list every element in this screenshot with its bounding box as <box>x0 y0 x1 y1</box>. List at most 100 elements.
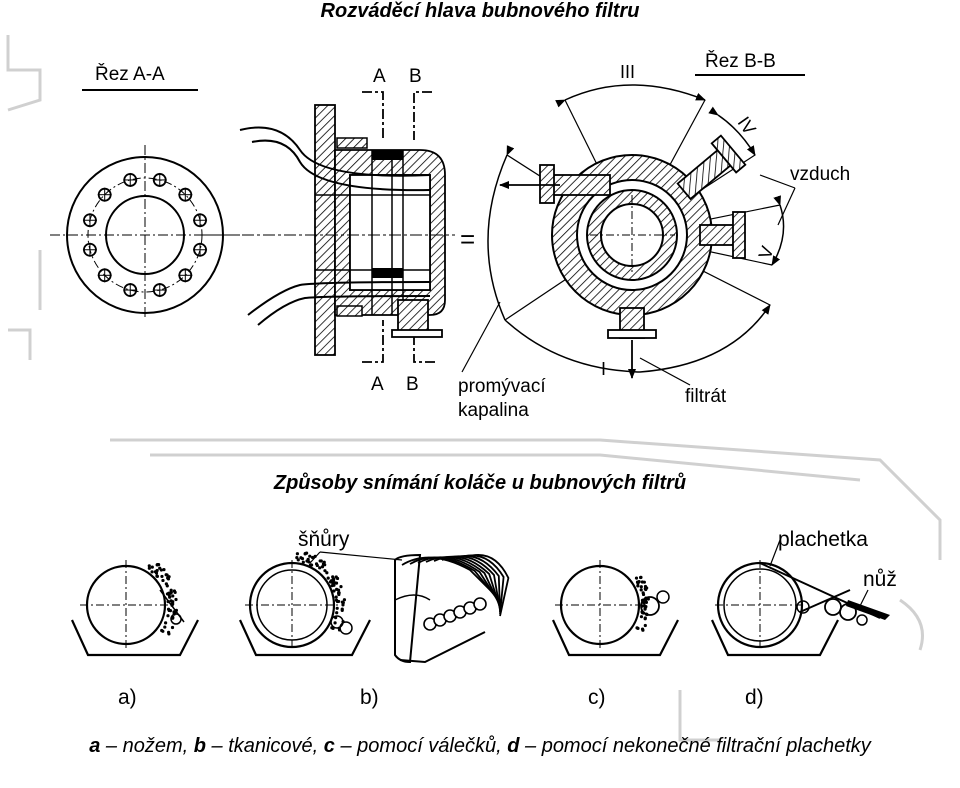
filter-cake-dot <box>169 599 173 603</box>
filter-cake-dot <box>171 602 175 606</box>
filtrate-label: filtrát <box>685 386 727 407</box>
caption-c-text: – pomocí válečků, <box>334 735 508 757</box>
filter-cake-dot <box>167 575 171 579</box>
filter-cake-dot <box>332 589 336 593</box>
section-bb-view: Řez B-B <box>458 50 850 421</box>
cord-line <box>433 555 501 609</box>
background-watermark <box>6 35 942 742</box>
filter-cake-dot <box>636 584 640 588</box>
variant-a-label: a) <box>118 686 137 709</box>
filter-cake-dot <box>150 570 154 574</box>
filter-cake-dot <box>335 576 340 581</box>
cut-a-bottom-label: A <box>371 374 384 395</box>
cord-line <box>441 555 501 611</box>
filter-cake-dot <box>339 585 343 589</box>
filter-cake-dot <box>166 600 170 604</box>
filter-cake-dot <box>337 626 341 630</box>
filter-cake-dot <box>640 604 644 608</box>
cut-b-bottom-label: B <box>406 374 419 395</box>
air-label: vzduch <box>790 164 850 185</box>
filter-cake-dot <box>640 580 644 584</box>
filter-cake-dot <box>640 598 645 602</box>
filter-cake-dot <box>643 598 647 602</box>
filter-cake-dot <box>331 578 336 582</box>
filter-cake-dot <box>340 607 344 611</box>
filter-cake-dot <box>330 584 334 588</box>
filter-cake-dot <box>310 555 315 560</box>
filter-cake-dot <box>171 594 175 598</box>
filter-cake-dot <box>158 566 162 570</box>
filter-cake-dot <box>165 592 170 596</box>
page-title: Rozváděcí hlava bubnového filtru <box>320 0 640 22</box>
filter-cake-dot <box>318 559 322 563</box>
variant-b: šňůry b) <box>238 528 510 709</box>
filter-cake-dot <box>308 563 313 567</box>
equals-sign: = <box>460 224 475 254</box>
cord-line <box>465 554 510 617</box>
filter-cake-dot <box>161 578 165 583</box>
filter-cake-dot <box>328 580 333 584</box>
cut-b-top-label: B <box>409 66 422 87</box>
filter-cake-dot <box>639 615 644 619</box>
cord-roller <box>473 597 487 611</box>
filter-cake-dot <box>333 621 337 625</box>
zone-1-label: I <box>601 359 606 379</box>
filter-cake-dot <box>162 568 166 572</box>
filter-cake-dot <box>639 588 643 592</box>
cut-a-top-label: A <box>373 66 386 87</box>
filter-cake-dot <box>636 626 640 630</box>
variant-d: plachetka nůž d) <box>710 528 897 709</box>
filter-cake-dot <box>166 614 170 618</box>
wash-liquid-label-1: promývací <box>458 376 546 397</box>
filter-cake-dot <box>301 560 305 564</box>
filter-cake-dot <box>300 557 305 561</box>
bolt-holes <box>82 172 208 298</box>
caption-d-text: – pomocí nekonečné filtrační plachetky <box>519 735 871 757</box>
filter-cake-dot <box>305 551 309 555</box>
legend-caption: a – nožem, b – tkanicové, c – pomocí vál… <box>60 734 900 758</box>
filter-cake-dot <box>147 564 151 568</box>
filter-cake-dot <box>164 582 168 586</box>
filter-cake-dot <box>341 603 345 607</box>
variant-c-label: c) <box>588 686 606 709</box>
filter-cake-dot <box>643 607 647 611</box>
section-bb-label: Řez B-B <box>705 50 776 72</box>
filter-cake-dot <box>641 611 646 615</box>
zone-5-label: V <box>755 243 778 261</box>
filter-cake-dot <box>155 574 159 578</box>
filter-cake-dot <box>323 569 327 573</box>
filter-cake-dot <box>170 625 175 630</box>
filter-cake-dot <box>157 563 161 567</box>
wash-liquid-label-2: kapalina <box>458 400 529 421</box>
filter-cake-dot <box>325 571 329 575</box>
filter-cake-dot <box>337 591 341 595</box>
filter-cake-dot <box>172 612 176 616</box>
filter-cake-dot <box>636 581 640 585</box>
filter-cake-dot <box>335 611 339 615</box>
filter-cake-dot <box>322 560 326 564</box>
caption-b-text: – tkanicové, <box>205 735 324 757</box>
filter-cake-dot <box>168 609 173 613</box>
filter-cake-dot <box>342 598 347 602</box>
filter-cake-dot <box>320 565 325 569</box>
filter-cake-dot <box>337 599 341 604</box>
filter-cake-dot <box>639 585 643 589</box>
filter-cake-dot <box>335 606 339 610</box>
filter-cake-dot <box>163 621 168 625</box>
filter-cake-dot <box>315 563 319 568</box>
variant-a: a) <box>70 560 199 709</box>
filter-cake-dot <box>318 566 322 570</box>
filter-cake-dot <box>155 568 159 573</box>
cords-label: šňůry <box>298 528 350 551</box>
filter-cake-dot <box>634 576 639 580</box>
filter-cake-dot <box>643 623 647 628</box>
filter-cake-dot <box>334 616 338 620</box>
filter-cake-dot <box>645 586 649 590</box>
section-aa-view: Řez A-A <box>50 63 240 320</box>
cord-line <box>425 556 501 607</box>
filter-cake-dot <box>646 597 650 601</box>
caption-a-text: – nožem, <box>100 735 194 757</box>
filter-cake-dot <box>331 626 335 630</box>
filter-cake-dot <box>334 595 338 599</box>
